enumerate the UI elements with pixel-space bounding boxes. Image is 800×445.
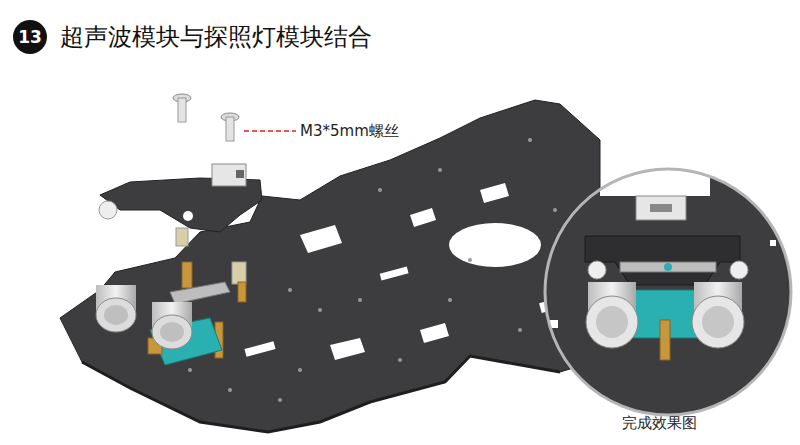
finished-inset <box>540 158 800 420</box>
leader-line <box>244 130 296 132</box>
inset-border <box>545 169 791 415</box>
callout-number: 13 <box>18 27 42 47</box>
ultrasonic-sensor <box>96 285 192 349</box>
step-title: 超声波模块与探照灯模块结合 <box>60 21 372 53</box>
inset-caption: 完成效果图 <box>622 414 697 433</box>
ball-caster <box>99 201 117 219</box>
part-label: M3*5mm螺丝 <box>300 122 399 141</box>
light-module <box>212 164 246 186</box>
callout-circle <box>13 20 47 54</box>
plate-slots <box>244 183 564 360</box>
chassis-plate <box>60 100 600 432</box>
m3-screw <box>173 94 239 141</box>
plate-hole <box>449 223 541 267</box>
brass-standoff <box>182 262 192 288</box>
